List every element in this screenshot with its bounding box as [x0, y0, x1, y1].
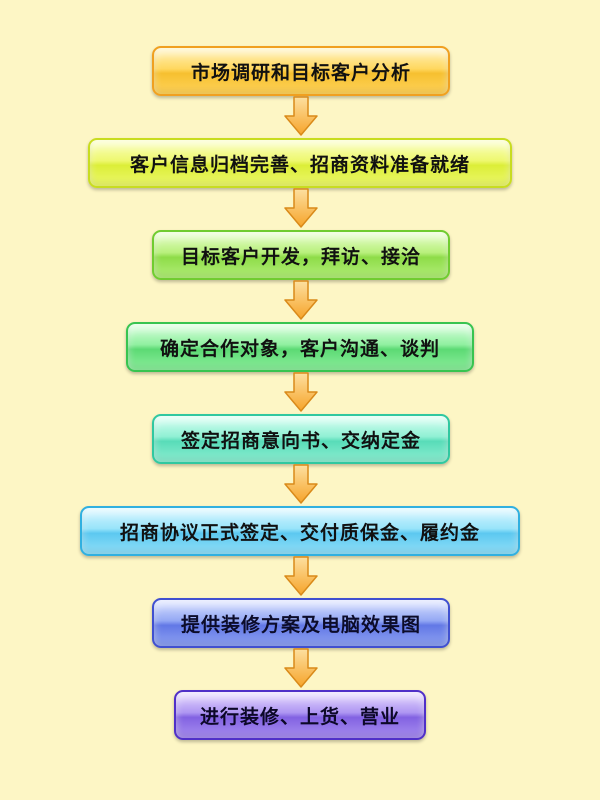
step-1-label: 市场调研和目标客户分析	[190, 61, 411, 84]
step-6-formal-agreement-box: 招商协议正式签定、交付质保金、履约金	[80, 506, 520, 556]
down-arrow-icon	[284, 464, 318, 504]
step-6-label: 招商协议正式签定、交付质保金、履约金	[119, 521, 480, 544]
step-4-negotiation-box: 确定合作对象，客户沟通、谈判	[126, 322, 474, 372]
down-arrow-icon	[284, 280, 318, 320]
step-8-label: 进行装修、上货、营业	[199, 705, 400, 728]
down-arrow-icon	[284, 188, 318, 228]
step-2-label: 客户信息归档完善、招商资料准备就绪	[129, 153, 470, 176]
down-arrow-icon	[284, 96, 318, 136]
down-arrow-icon	[284, 648, 318, 688]
step-7-renovation-plan-box: 提供装修方案及电脑效果图	[152, 598, 450, 648]
down-arrow-icon	[284, 556, 318, 596]
step-3-label: 目标客户开发，拜访、接洽	[180, 245, 421, 268]
step-5-label: 签定招商意向书、交纳定金	[180, 429, 421, 452]
step-1-market-research-box: 市场调研和目标客户分析	[152, 46, 450, 96]
step-2-info-archive-box: 客户信息归档完善、招商资料准备就绪	[88, 138, 512, 188]
down-arrow-icon	[284, 372, 318, 412]
step-7-label: 提供装修方案及电脑效果图	[180, 613, 421, 636]
step-5-letter-of-intent-box: 签定招商意向书、交纳定金	[152, 414, 450, 464]
step-8-open-business-box: 进行装修、上货、营业	[174, 690, 426, 740]
step-3-client-development-box: 目标客户开发，拜访、接洽	[152, 230, 450, 280]
step-4-label: 确定合作对象，客户沟通、谈判	[159, 337, 440, 360]
